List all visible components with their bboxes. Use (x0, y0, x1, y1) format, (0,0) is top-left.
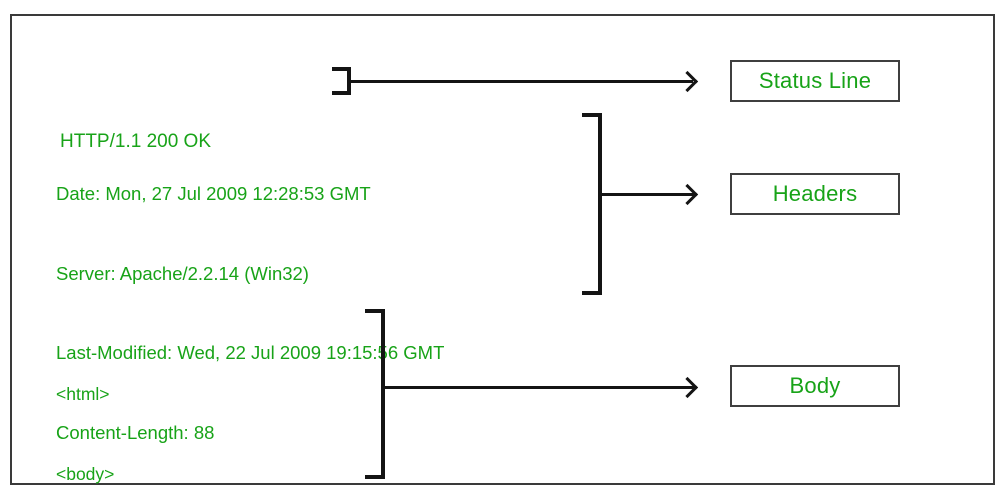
body-arrow-shaft-icon (383, 386, 695, 389)
headers-bracket-icon (582, 113, 602, 295)
body-row-body-open: <body> (56, 463, 115, 484)
headers-arrow-shaft-icon (600, 193, 695, 196)
label-box-status-line: Status Line (730, 60, 900, 102)
label-box-status-line-text: Status Line (758, 68, 872, 93)
figure-frame: HTTP/1.1 200 OK Date: Mon, 27 Jul 2009 1… (10, 14, 995, 485)
headers-text-block: Date: Mon, 27 Jul 2009 12:28:53 GMT Serv… (56, 128, 444, 499)
label-box-body-text: Body (789, 373, 841, 398)
status-line-arrow-head-icon (676, 70, 699, 93)
body-text-block: <html> <body> <h1>Hello, World!</h1> </b… (56, 328, 241, 499)
label-box-headers-text: Headers (772, 181, 858, 206)
body-arrow-head-icon (676, 376, 699, 399)
header-row-date: Date: Mon, 27 Jul 2009 12:28:53 GMT (56, 183, 371, 204)
label-box-headers: Headers (730, 173, 900, 215)
body-row-html-open: <html> (56, 384, 110, 404)
status-line-text-block: HTTP/1.1 200 OK (60, 72, 211, 212)
status-line-row: HTTP/1.1 200 OK (60, 131, 212, 152)
headers-arrow-head-icon (676, 183, 699, 206)
header-row-content-length: Content-Length: 88 (56, 421, 215, 443)
status-line-arrow-shaft-icon (348, 80, 693, 83)
header-row-server: Server: Apache/2.2.14 (Win32) (56, 262, 309, 284)
header-row-last-modified: Last-Modified: Wed, 22 Jul 2009 19:15:56… (56, 342, 445, 363)
body-bracket-icon (365, 309, 385, 479)
label-box-body: Body (730, 365, 900, 407)
